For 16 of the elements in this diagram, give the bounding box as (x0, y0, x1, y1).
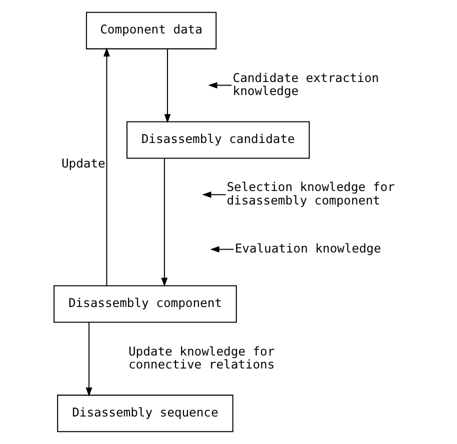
node-text: Evaluation knowledge (234, 241, 382, 256)
arrow (161, 158, 168, 287)
node-text: Selection knowledge for disassembly component (226, 180, 395, 208)
arrow (86, 322, 92, 397)
arrow (202, 191, 226, 198)
arrow (104, 47, 110, 286)
arrow (164, 49, 171, 124)
arrow (208, 82, 232, 88)
node-box: Disassembly component (54, 285, 237, 323)
label: Update knowledge for connective relations (128, 344, 275, 372)
node-box: Component data (86, 12, 217, 50)
node-text: Candidate extraction knowledge (232, 70, 379, 98)
node-box: Disassembly candidate (126, 121, 310, 159)
arrow (210, 246, 234, 253)
edge-label: Update (61, 156, 106, 170)
node-box: Disassembly sequence (57, 394, 234, 432)
